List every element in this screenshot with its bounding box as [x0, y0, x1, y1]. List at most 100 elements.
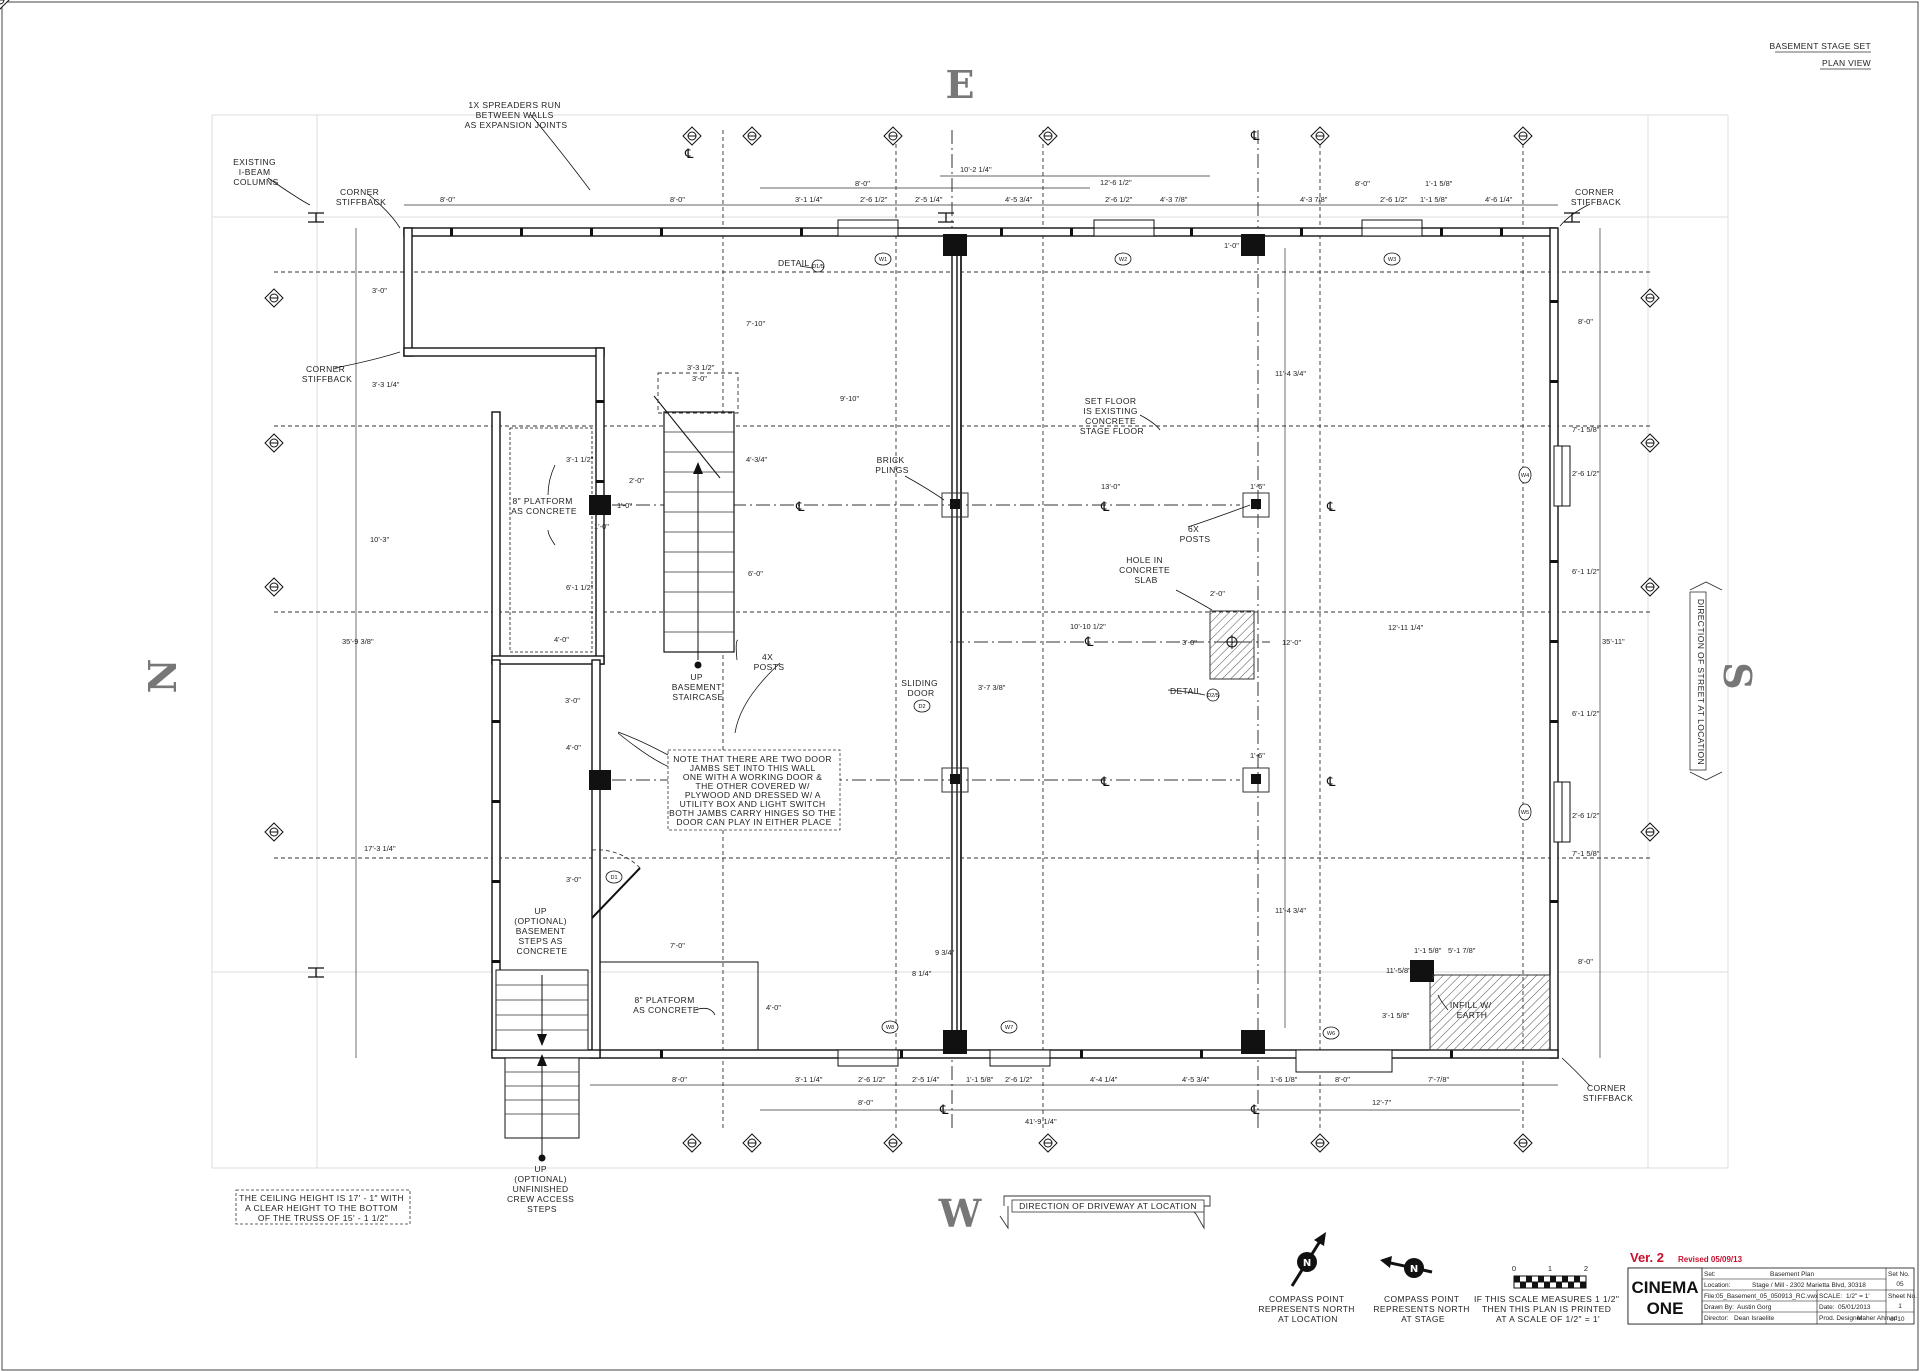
dimensions-right: 8'-0" 7'-1 5/8" 2'-6 1/2" 6'-1 1/2" 35'-…	[1572, 317, 1625, 966]
dim-text: 2'-6 1/2"	[1380, 195, 1408, 204]
svg-text:UP (OPTIONAL) BASE: UP (OPTIONAL) BASEMENT STEPS AS CONCRETE	[514, 906, 569, 956]
dim-text: 1'-0"	[594, 522, 609, 531]
dim-text: 3'-1 1/4"	[795, 195, 823, 204]
dim-text: 3'-0"	[1182, 638, 1197, 647]
svg-text:N: N	[1303, 1258, 1311, 1269]
door-swing	[591, 849, 641, 919]
svg-text:NOTE THAT THERE ARE TWO DOOR: NOTE THAT THERE ARE TWO DOOR JAMBS SET I…	[669, 754, 839, 827]
svg-text:W7: W7	[1005, 1025, 1013, 1031]
dim-text: 10'-3"	[370, 535, 389, 544]
dim-text: 8'-0"	[670, 195, 685, 204]
svg-text:W3: W3	[1388, 257, 1396, 263]
svg-text:Drawn By:: Drawn By:	[1704, 1304, 1734, 1311]
dimensions-top: 8'-0" 8'-0" 3'-1 1/4" 2'-6 1/2" 2'-5 1/4…	[440, 165, 1513, 204]
svg-text:D2: D2	[918, 704, 925, 710]
dim-text: 41'-9 1/4"	[1025, 1117, 1057, 1126]
dim-text: 3'-3 1/2"	[687, 363, 715, 372]
svg-text:Set:: Set:	[1704, 1271, 1716, 1278]
svg-text:N: N	[1410, 1264, 1418, 1275]
svg-text:CORNER STIFFBACK: CORNER STIFFBACK	[1583, 1083, 1633, 1103]
dim-text: 8'-0"	[440, 195, 455, 204]
dim-text: 1'-6 1/8"	[1270, 1075, 1298, 1084]
svg-text:COMPASS POINT REPRESENTS: COMPASS POINT REPRESENTS NORTH AT LOCATI…	[1258, 1294, 1357, 1324]
dim-text: 1'-0"	[617, 501, 632, 510]
svg-text:DIRECTION OF STREET AT LOCATIO: DIRECTION OF STREET AT LOCATION	[1696, 599, 1706, 765]
svg-text:Location:: Location:	[1704, 1282, 1731, 1289]
sheet-heading-2: PLAN VIEW	[1822, 58, 1871, 68]
hole-in-slab	[1209, 610, 1255, 680]
exterior-walls	[403, 227, 1559, 1059]
svg-text:SET FLOOR IS EXISTING: SET FLOOR IS EXISTING CONCRETE STAGE FLO…	[1080, 396, 1144, 436]
window-tag-labels: W1 W2 W3 W4 W5 W6 W7 W8 D1 D2 D1/5 D2/5	[610, 257, 1529, 1037]
dim-text: 7'-10"	[746, 319, 765, 328]
dim-text: 10'-10 1/2"	[1070, 622, 1106, 631]
ceiling-note: THE CEILING HEIGHT IS 17' - 1" WITH A CL…	[235, 1189, 411, 1225]
dim-text: 7'-7/8"	[1428, 1075, 1450, 1084]
scale-bar: 0 1 2 IF THIS SCALE MEASURES 1 1/2" THEN…	[1474, 1264, 1619, 1324]
dim-text: 6'-1 1/2"	[1572, 709, 1600, 718]
dim-text: 5'-1 7/8"	[1448, 946, 1476, 955]
svg-text:CORNER STIFFBACK: CORNER STIFFBACK	[1571, 187, 1621, 207]
svg-text:W2: W2	[1119, 257, 1127, 263]
dimensions-interior: 3'-3 1/2" 3'-0" 9'-10" 7'-10" 4'-3/4" 13…	[554, 241, 1476, 1020]
dim-text: 8'-0"	[855, 179, 870, 188]
dim-text: 1'-6"	[1250, 751, 1265, 760]
title-block: Ver. 2 Revised 05/09/13 CINEMA ONE Set: …	[1627, 1250, 1917, 1325]
dim-text: 2'-6 1/2"	[1105, 195, 1133, 204]
optional-basement-steps	[495, 969, 589, 1162]
svg-text:Stage / Mill - 2302 Marietta B: Stage / Mill - 2302 Marietta Blvd, 30318	[1752, 1282, 1866, 1289]
dim-text: 3'-0"	[566, 875, 581, 884]
dim-text: 9 3/4"	[935, 948, 955, 957]
svg-text:℄: ℄	[1326, 500, 1336, 515]
windows	[837, 219, 1571, 1073]
svg-text:File:: File:	[1704, 1293, 1716, 1300]
svg-text:COMPASS POINT REPRESENTS: COMPASS POINT REPRESENTS NORTH AT STAGE	[1373, 1294, 1472, 1324]
svg-text:BRICK PLINGS: BRICK PLINGS	[875, 455, 909, 475]
svg-text:DETAIL: DETAIL	[1170, 686, 1202, 696]
dim-text: 2'-0"	[1210, 589, 1225, 598]
dim-text: 1'-1 5/8"	[966, 1075, 994, 1084]
compass-stage-icon: N COMPASS POINT REPRESENTS NORTH AT STAG…	[1373, 1256, 1472, 1324]
svg-text:6X POSTS: 6X POSTS	[1180, 524, 1211, 544]
svg-text:Director:: Director:	[1704, 1315, 1729, 1322]
svg-text:D1/5: D1/5	[812, 264, 824, 270]
dim-text: 3'-0"	[565, 696, 580, 705]
svg-text:SLIDING DOOR: SLIDING DOOR	[901, 678, 941, 698]
svg-text:DETAIL: DETAIL	[778, 258, 810, 268]
dim-text: 3'-1 5/8"	[1382, 1011, 1410, 1020]
svg-text:℄: ℄	[939, 1103, 949, 1118]
dim-text: 2'-0"	[629, 476, 644, 485]
revised-label: Revised 05/09/13	[1678, 1255, 1743, 1264]
svg-text:INFILL W/ EARTH: INFILL W/ EARTH	[1450, 1000, 1494, 1020]
dim-text: 8'-0"	[1355, 179, 1370, 188]
dim-text: 3'-1 1/2"	[566, 455, 594, 464]
dim-text: 2'-6 1/2"	[1572, 811, 1600, 820]
svg-text:CORNER STIFFBACK: CORNER STIFFBACK	[302, 364, 352, 384]
window-tags	[605, 252, 1532, 1040]
svg-text:HOLE IN CONCRETE S: HOLE IN CONCRETE SLAB	[1119, 555, 1173, 585]
door-jamb-note: NOTE THAT THERE ARE TWO DOOR JAMBS SET I…	[667, 749, 841, 831]
dim-text: 4'-3 7/8"	[1300, 195, 1328, 204]
dim-text: 6'-1 1/2"	[566, 583, 594, 592]
svg-text:D1: D1	[610, 875, 617, 881]
dim-text: 2'-6 1/2"	[858, 1075, 886, 1084]
dim-text: 8 1/4"	[912, 969, 932, 978]
dim-text: 2'-6 1/2"	[860, 195, 888, 204]
dim-text: 8'-0"	[672, 1075, 687, 1084]
dim-text: 1'-1 5/8"	[1414, 946, 1442, 955]
dim-text: 13'-0"	[1101, 482, 1120, 491]
version-label: Ver. 2	[1630, 1250, 1664, 1265]
dim-text: 4'-5 3/4"	[1005, 195, 1033, 204]
svg-text:W4: W4	[1521, 473, 1529, 479]
dim-text: 8'-0"	[1335, 1075, 1350, 1084]
dim-text: 4'-5 3/4"	[1182, 1075, 1210, 1084]
dim-text: 4'-0"	[554, 635, 569, 644]
logo-line-2: ONE	[1647, 1299, 1684, 1318]
dim-text: 3'-0"	[692, 374, 707, 383]
svg-text:Maher Ahmad: Maher Ahmad	[1857, 1315, 1898, 1322]
leader-lines	[267, 113, 1591, 1087]
svg-text:Austin Gorg: Austin Gorg	[1737, 1304, 1772, 1311]
dim-text: 3'-1 1/4"	[795, 1075, 823, 1084]
svg-text:05_Basement_05_050913_RC.vwx: 05_Basement_05_050913_RC.vwx	[1716, 1293, 1819, 1300]
dim-text: 12'-6 1/2"	[1100, 178, 1132, 187]
